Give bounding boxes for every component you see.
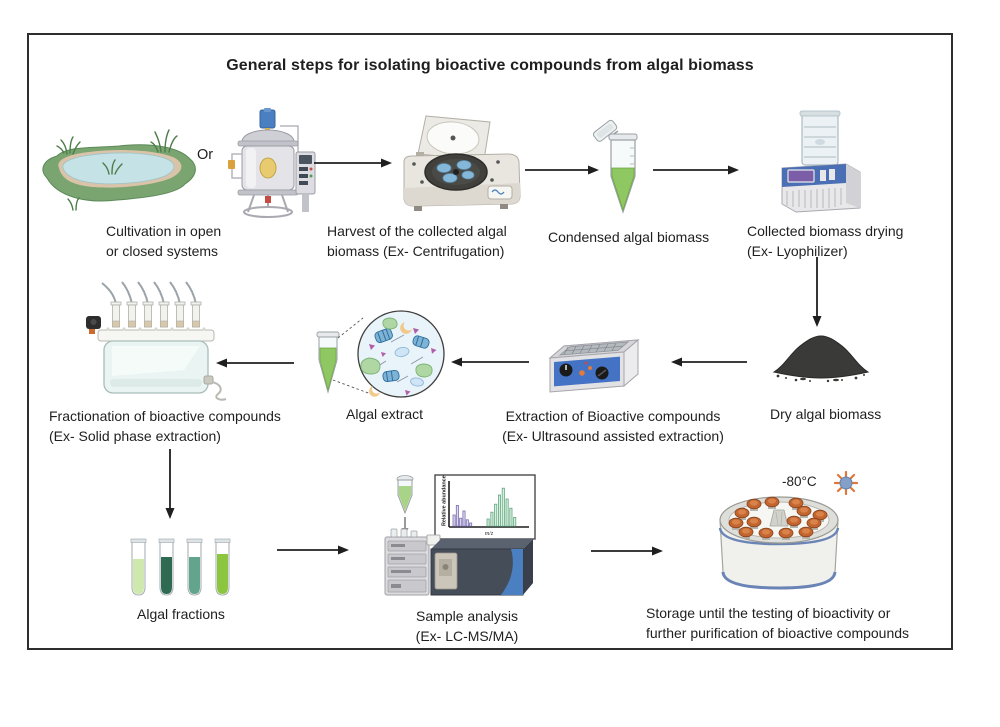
arrow-cultivation-to-harvest <box>314 158 392 168</box>
arrow-analysis-to-storage <box>591 546 663 556</box>
label-condensed: Condensed algal biomass <box>548 229 710 245</box>
label-storage: Storage until the testing of bioactivity… <box>646 605 910 642</box>
or-connector-label: Or <box>197 147 214 163</box>
label-cultivation: Cultivation in open or closed systems <box>106 223 222 260</box>
label-extraction: Extraction of Bioactive compounds (Ex- U… <box>502 408 724 445</box>
label-harvest: Harvest of the collected algal biomass (… <box>327 223 507 260</box>
fraction-tube <box>186 538 203 596</box>
spe-manifold-icon <box>86 281 227 401</box>
lcms-instrument-icon: Relative abundance m/z <box>384 474 536 596</box>
fraction-tube <box>130 538 147 596</box>
dry-biomass-icon <box>772 335 870 383</box>
label-drying: Collected biomass drying (Ex- Lyophilize… <box>747 223 904 260</box>
label-dry-biomass: Dry algal biomass <box>770 406 882 422</box>
spectrum-bars <box>452 487 517 527</box>
label-sample-analysis: Sample analysis (Ex- LC-MS/MA) <box>415 608 519 645</box>
arrow-extract-to-fractionation <box>216 358 294 368</box>
arrow-extraction-to-extract <box>451 357 529 367</box>
spectrum-xlabel: m/z <box>485 531 494 537</box>
arrow-drying-to-dry-biomass <box>812 257 822 327</box>
green-biomass-liquid <box>611 167 635 212</box>
fraction-tube <box>214 538 231 596</box>
spe-columns <box>110 301 202 328</box>
ultrasonic-bath-icon <box>548 338 640 393</box>
centrifuge-icon <box>403 115 521 211</box>
porthole-window <box>259 157 277 179</box>
test-tubes-icon <box>130 538 231 596</box>
algal-extract-icon <box>316 310 445 398</box>
label-algal-fractions: Algal fractions <box>137 606 225 622</box>
centrifuge-display <box>487 185 513 200</box>
microtube-icon <box>592 119 638 214</box>
lyophilizer-screen <box>787 169 815 183</box>
arrow-fractionation-to-fractions <box>165 449 175 519</box>
arrow-fractions-to-analysis <box>277 545 349 555</box>
spectrum-ylabel: Relative abundance <box>442 475 448 526</box>
grass-tufts <box>56 129 178 211</box>
fraction-tube <box>158 538 175 596</box>
base-blue-ring <box>721 571 837 590</box>
snowflake-icon <box>833 470 859 496</box>
label-algal-extract: Algal extract <box>346 406 424 422</box>
open-pond-icon <box>42 129 196 211</box>
storage-temperature-label: -80°C <box>782 474 817 489</box>
compound-molecules <box>360 317 437 397</box>
ms-box-top <box>431 539 533 549</box>
label-fractionation: Fractionation of bioactive compounds (Ex… <box>49 408 281 445</box>
lyophilizer-icon <box>781 110 861 213</box>
arrow-condensed-to-drying <box>653 165 739 175</box>
cryo-storage-icon <box>718 496 840 590</box>
vial-caps <box>728 496 828 540</box>
mass-spectrum-inset: Relative abundance m/z <box>434 474 536 540</box>
waist-blue-ring <box>718 527 840 546</box>
arrow-dry-biomass-to-extraction <box>671 357 747 367</box>
bioreactor-icon <box>228 108 316 218</box>
arrow-harvest-to-condensed <box>525 165 599 175</box>
diagram-title: General steps for isolating bioactive co… <box>226 57 754 74</box>
